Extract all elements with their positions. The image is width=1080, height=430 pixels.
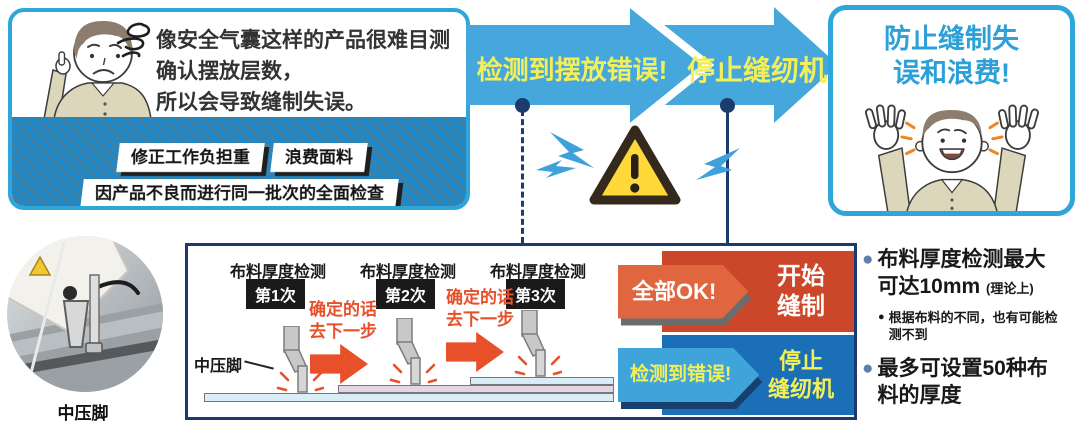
detection-box: 布料厚度检测 布料厚度检测 布料厚度检测 第1次 第2次 第3次 确定的话去下一… (185, 243, 857, 420)
problem-text-line: 像安全气囊这样的产品很难目测 (156, 29, 450, 52)
flow-arrow-detect-body (466, 25, 632, 105)
fabric-layer (470, 377, 614, 385)
connector-line-solid (726, 110, 729, 251)
presser-foot-label: 中压脚 (194, 358, 243, 375)
warning-alert-group (536, 125, 740, 205)
note-bullet-thickness: ● 布料厚度检测最大 可达10mm (理论上) (862, 246, 1080, 302)
next-step-note: 确定的话去下一步 (446, 288, 514, 329)
worried-man-illustration (43, 21, 152, 119)
next-step-note: 确定的话去下一步 (309, 300, 377, 341)
excitement-dash-icon (899, 121, 1004, 156)
result-box: 防止缝制失 误和浪费! (828, 5, 1075, 216)
fabric-layer (338, 385, 614, 393)
happy-man-illustration (864, 104, 1039, 211)
problem-text-line: 确认摆放层数， (156, 60, 303, 83)
presser-foot-icon (389, 318, 437, 385)
flow-arrow-detect-label: 检测到摆放错误! (476, 55, 668, 85)
presser-foot-photo (7, 236, 163, 392)
problem-text: 像安全气囊这样的产品很难目测 确认摆放层数， 所以会导致缝制失误。 (156, 25, 450, 118)
ok-action: 开始 缝制 (777, 262, 825, 320)
note-sub-bullet: ● 根据布料的不同，也有可能检 测不到 (878, 310, 1058, 342)
problem-text-line: 所以会导致缝制失误。 (156, 91, 366, 114)
presser-foot-icon (276, 326, 324, 393)
next-step-arrow-icon (446, 332, 504, 372)
arrow-head-icon (774, 7, 838, 123)
ok-banner: 全部OK! 开始 缝制 (662, 251, 854, 332)
stage-badge: 第3次 (506, 279, 565, 309)
issue-tag: 因产品不良而进行同一批次的全面检查 (80, 179, 399, 206)
stage-badge: 第1次 (246, 279, 305, 309)
chevron-arrow-icon (627, 1, 714, 131)
stage-title: 布料厚度检测 (489, 264, 586, 281)
connector-dot (720, 98, 735, 113)
problem-box: 像安全气囊这样的产品很难目测 确认摆放层数， 所以会导致缝制失误。 修正工作负担… (8, 8, 470, 210)
stage-title: 布料厚度检测 (359, 264, 456, 281)
bullet-icon: ● (862, 358, 874, 379)
bullet-icon: ● (878, 311, 885, 323)
lightning-bolt-icon (536, 132, 740, 180)
error-condition: 检测到错误! (618, 348, 759, 402)
bullet-icon: ● (862, 249, 874, 270)
result-title: 防止缝制失 误和浪费! (884, 24, 1019, 88)
fabric-layer (204, 393, 614, 402)
notes-panel: ● 布料厚度检测最大 可达10mm (理论上) ● 根据布料的不同，也有可能检 … (862, 246, 1080, 409)
stage-title: 布料厚度检测 (229, 264, 326, 281)
problem-issues-strip: 修正工作负担重 浪费面料 因产品不良而进行同一批次的全面检查 (12, 117, 466, 206)
issue-tag: 浪费面料 (270, 143, 368, 172)
stage-badge: 第2次 (376, 279, 435, 309)
issue-tag: 修正工作负担重 (116, 143, 265, 172)
flow-arrow-stop-label: 停止缝纫机 (686, 55, 827, 86)
photo-caption: 中压脚 (57, 404, 109, 423)
error-action: 停止 缝纫机 (767, 348, 834, 402)
connector-dot (515, 98, 530, 113)
presser-foot-icon (514, 310, 562, 377)
error-banner: 检测到错误! 停止 缝纫机 (662, 335, 854, 415)
ok-condition: 全部OK! (618, 265, 748, 319)
note-bullet-settings: ● 最多可设置50种布 料的厚度 (862, 357, 1048, 407)
connector-line-dashed (521, 110, 524, 243)
confusion-swirl-icon (116, 22, 151, 58)
